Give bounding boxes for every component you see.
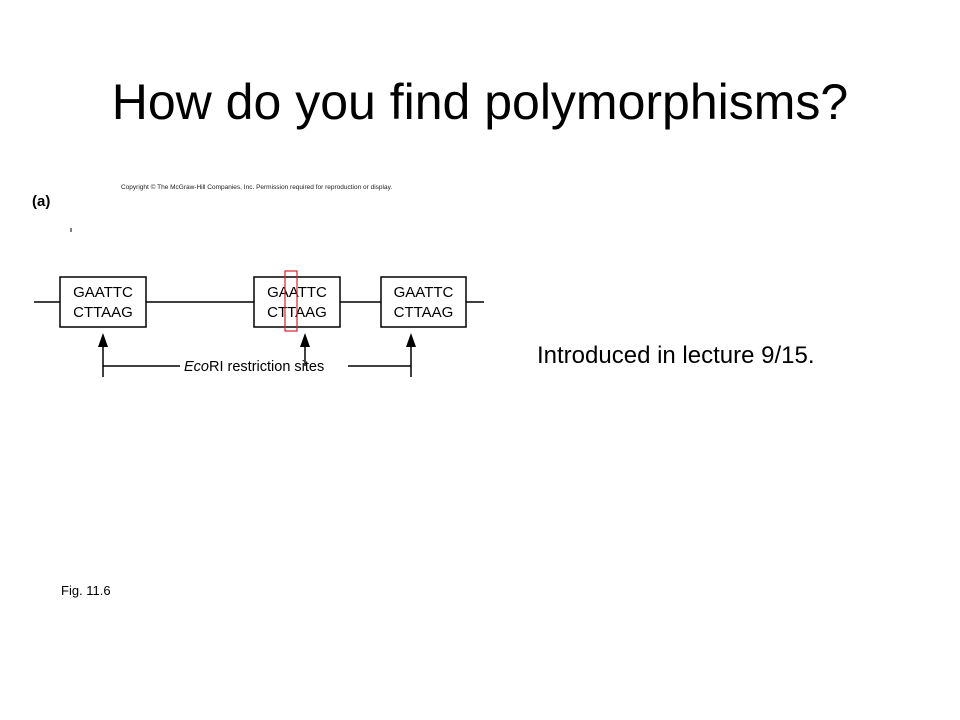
site-1-top-strand: GAATTC	[73, 284, 133, 301]
site-arrows	[102, 344, 412, 377]
restriction-site-3: GAATTC CTTAAG	[380, 276, 467, 328]
caption-enzyme: Eco	[184, 359, 209, 375]
copyright-notice: Copyright © The McGraw-Hill Companies, I…	[121, 184, 393, 191]
arrowheads	[98, 333, 416, 347]
site-3-top-strand: GAATTC	[394, 284, 454, 301]
caption-rest: RI restriction sites	[209, 359, 324, 375]
lecture-note: Introduced in lecture 9/15.	[537, 342, 815, 369]
figure-reference: Fig. 11.6	[61, 583, 111, 598]
caption: EcoRI restriction sites	[184, 359, 324, 375]
ecori-diagram: GAATTC CTTAAG GAATTC CTTAAG GAATTC CTTAA…	[34, 228, 484, 377]
polymorphism-highlight	[284, 270, 298, 332]
restriction-site-1: GAATTC CTTAAG	[59, 276, 147, 328]
slide-title: How do you find polymorphisms?	[111, 74, 849, 130]
panel-label: (a)	[32, 193, 51, 210]
site-1-bottom-strand: CTTAAG	[73, 304, 133, 321]
site-3-bottom-strand: CTTAAG	[394, 304, 454, 321]
